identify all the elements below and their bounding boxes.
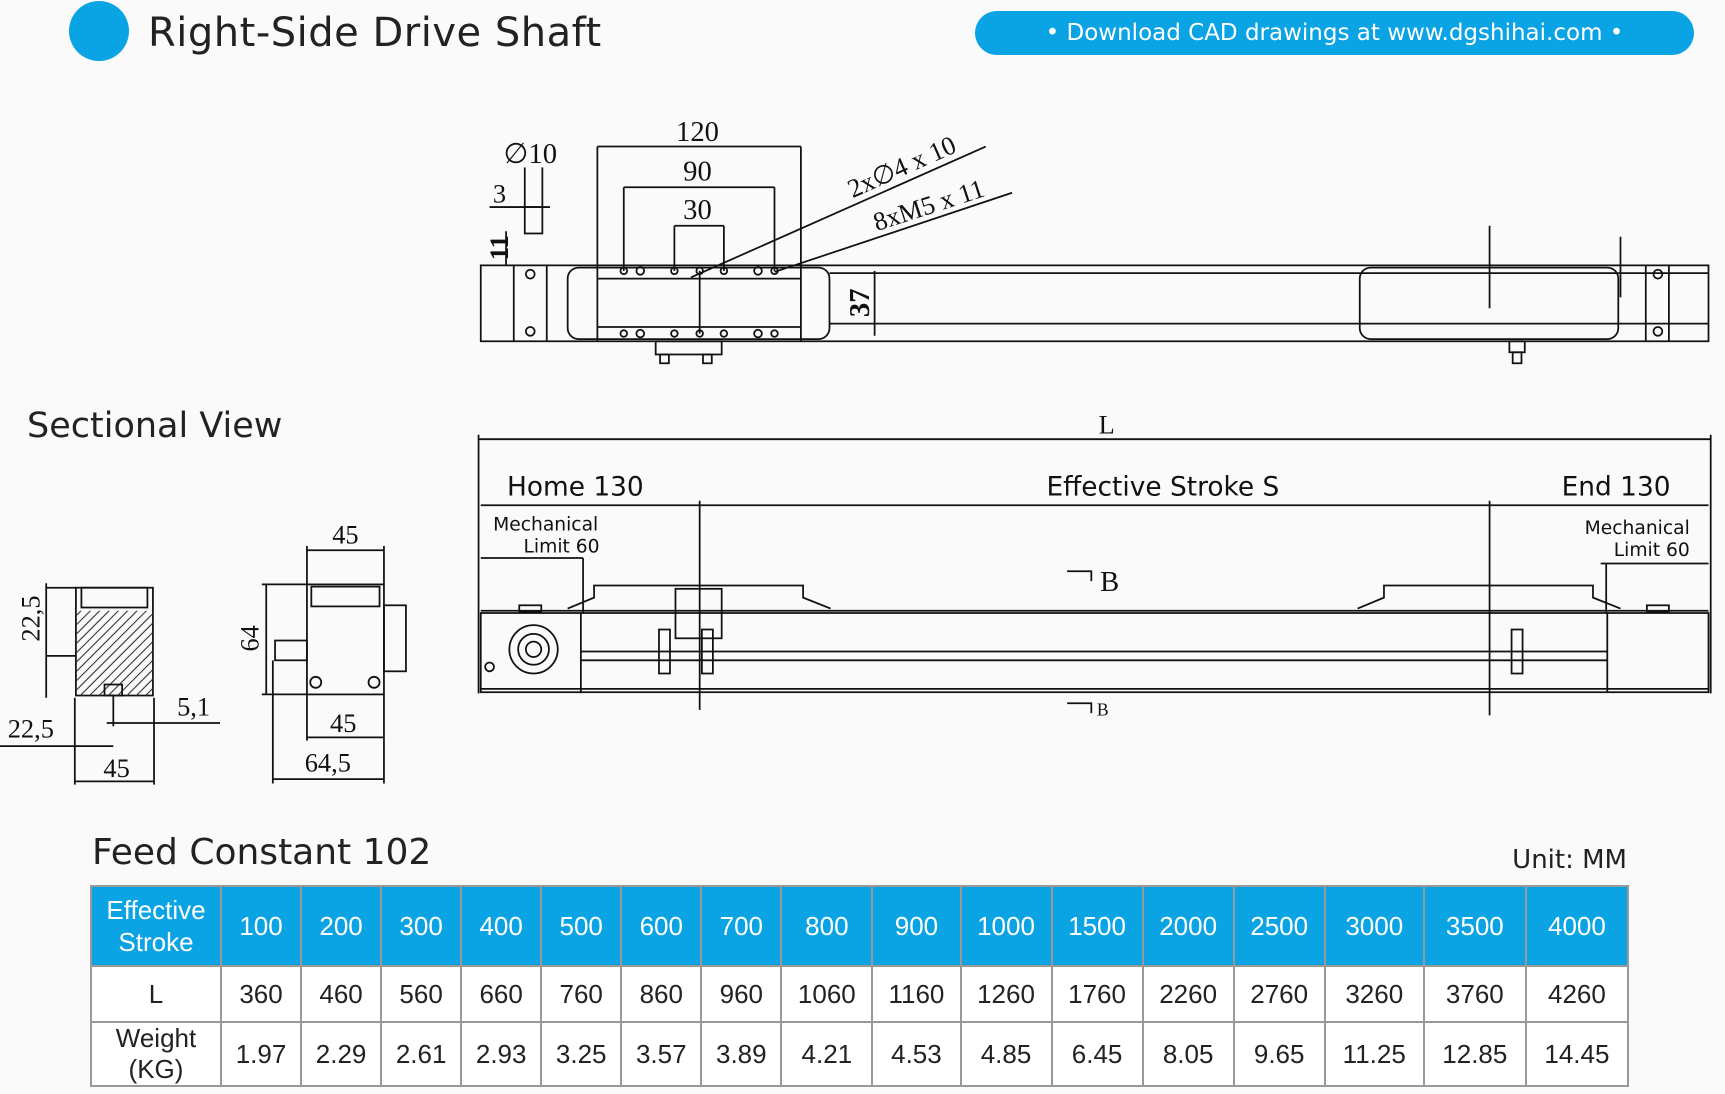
dim-90: 90 (683, 157, 712, 188)
dim-30: 30 (683, 195, 712, 226)
table-cell: 6.45 (1050, 1021, 1144, 1087)
effective-stroke-label: Effective Stroke S (1046, 471, 1279, 502)
page-title: Right-Side Drive Shaft (148, 10, 602, 56)
table-cell: 3.89 (700, 1021, 783, 1087)
table-cell: 4.21 (780, 1021, 874, 1087)
mech-limit-right-line2: Limit 60 (1614, 540, 1690, 561)
stroke-header: 1000 (959, 885, 1053, 967)
table-cell: 560 (380, 965, 463, 1023)
stroke-header: 2000 (1141, 885, 1235, 967)
unit-label: Unit: MM (1512, 845, 1627, 875)
table-cell: 860 (620, 965, 703, 1023)
table-cell: 1160 (871, 965, 962, 1023)
dim-diameter-10: ∅10 (504, 139, 558, 170)
download-cad-link[interactable]: • Download CAD drawings at www.dgshihai.… (975, 11, 1694, 55)
mech-limit-left-line1: Mechanical (493, 514, 598, 535)
header-label-line2: Stroke (118, 927, 194, 957)
table-cell: 9.65 (1232, 1021, 1326, 1087)
home-label: Home 130 (507, 471, 644, 502)
end-label: End 130 (1562, 471, 1671, 502)
dim-64: 64 (235, 625, 265, 651)
dim-37: 37 (845, 288, 876, 317)
table-cell: 1.97 (219, 1021, 303, 1087)
table-cell: 460 (300, 965, 383, 1023)
section-b-top: B (1100, 567, 1119, 598)
side-view-drawing (477, 434, 1712, 716)
sectional-view-drawing (0, 545, 407, 785)
table-cell: 8.05 (1141, 1021, 1235, 1087)
dim-11: 11 (484, 235, 514, 260)
stroke-header: 2500 (1232, 885, 1326, 967)
dim-22-5-vertical: 22,5 (16, 595, 46, 641)
stroke-header: 100 (219, 885, 303, 967)
table-cell: 2760 (1232, 965, 1326, 1023)
stroke-header: 3000 (1323, 885, 1425, 967)
table-cell: 1260 (959, 965, 1053, 1023)
table-cell: 12.85 (1422, 1021, 1527, 1087)
section-bullet-icon (69, 1, 129, 61)
top-view-drawing (479, 145, 1710, 365)
dim-120: 120 (676, 117, 719, 148)
stroke-header: 800 (780, 885, 874, 967)
stroke-header: 700 (700, 885, 783, 967)
mech-limit-right-line1: Mechanical (1585, 518, 1690, 539)
stroke-header: 300 (380, 885, 463, 967)
stroke-header: 600 (620, 885, 703, 967)
table-cell: 660 (460, 965, 543, 1023)
dim-45-mid: 45 (330, 708, 356, 738)
stroke-header: 900 (871, 885, 962, 967)
table-cell: 11.25 (1323, 1021, 1425, 1087)
table-cell: 2.61 (380, 1021, 463, 1087)
dim-64-5: 64,5 (305, 747, 351, 777)
stroke-header: 3500 (1422, 885, 1527, 967)
sectional-view-title: Sectional View (27, 406, 283, 446)
table-cell: 3.25 (540, 1021, 623, 1087)
table-cell: 760 (540, 965, 623, 1023)
stroke-header: 1500 (1050, 885, 1144, 967)
table-cell: 3260 (1323, 965, 1425, 1023)
feed-constant-title: Feed Constant 102 (92, 832, 432, 873)
table-cell: 4260 (1524, 965, 1630, 1023)
table-cell: 2260 (1141, 965, 1235, 1023)
dim-5-1: 5,1 (177, 691, 210, 721)
dim-22-5-horizontal: 22,5 (8, 713, 54, 743)
table-cell: 3.57 (620, 1021, 703, 1087)
dim-L: L (1099, 410, 1115, 440)
table-cell: 4.85 (959, 1021, 1053, 1087)
stroke-header: 400 (460, 885, 543, 967)
row-label: L (90, 965, 222, 1023)
stroke-header: 500 (540, 885, 623, 967)
table-cell: 360 (219, 965, 303, 1023)
table-cell: 2.29 (300, 1021, 383, 1087)
table-cell: 1060 (780, 965, 874, 1023)
table-cell: 1760 (1050, 965, 1144, 1023)
table-cell: 3760 (1422, 965, 1527, 1023)
dim-45-bottom: 45 (103, 753, 129, 783)
table-cell: 960 (700, 965, 783, 1023)
header-label-line1: Effective (106, 895, 206, 925)
row-label: Weight (KG) (90, 1021, 222, 1087)
table-cell: 2.93 (460, 1021, 543, 1087)
stroke-header: 4000 (1524, 885, 1630, 967)
mech-limit-left-line2: Limit 60 (524, 537, 600, 558)
table-cell: 4.53 (871, 1021, 962, 1087)
stroke-header: 200 (300, 885, 383, 967)
section-b-bottom: B (1097, 699, 1109, 719)
dim-3: 3 (493, 179, 506, 209)
table-cell: 14.45 (1524, 1021, 1630, 1087)
dim-45-top: 45 (332, 520, 358, 550)
